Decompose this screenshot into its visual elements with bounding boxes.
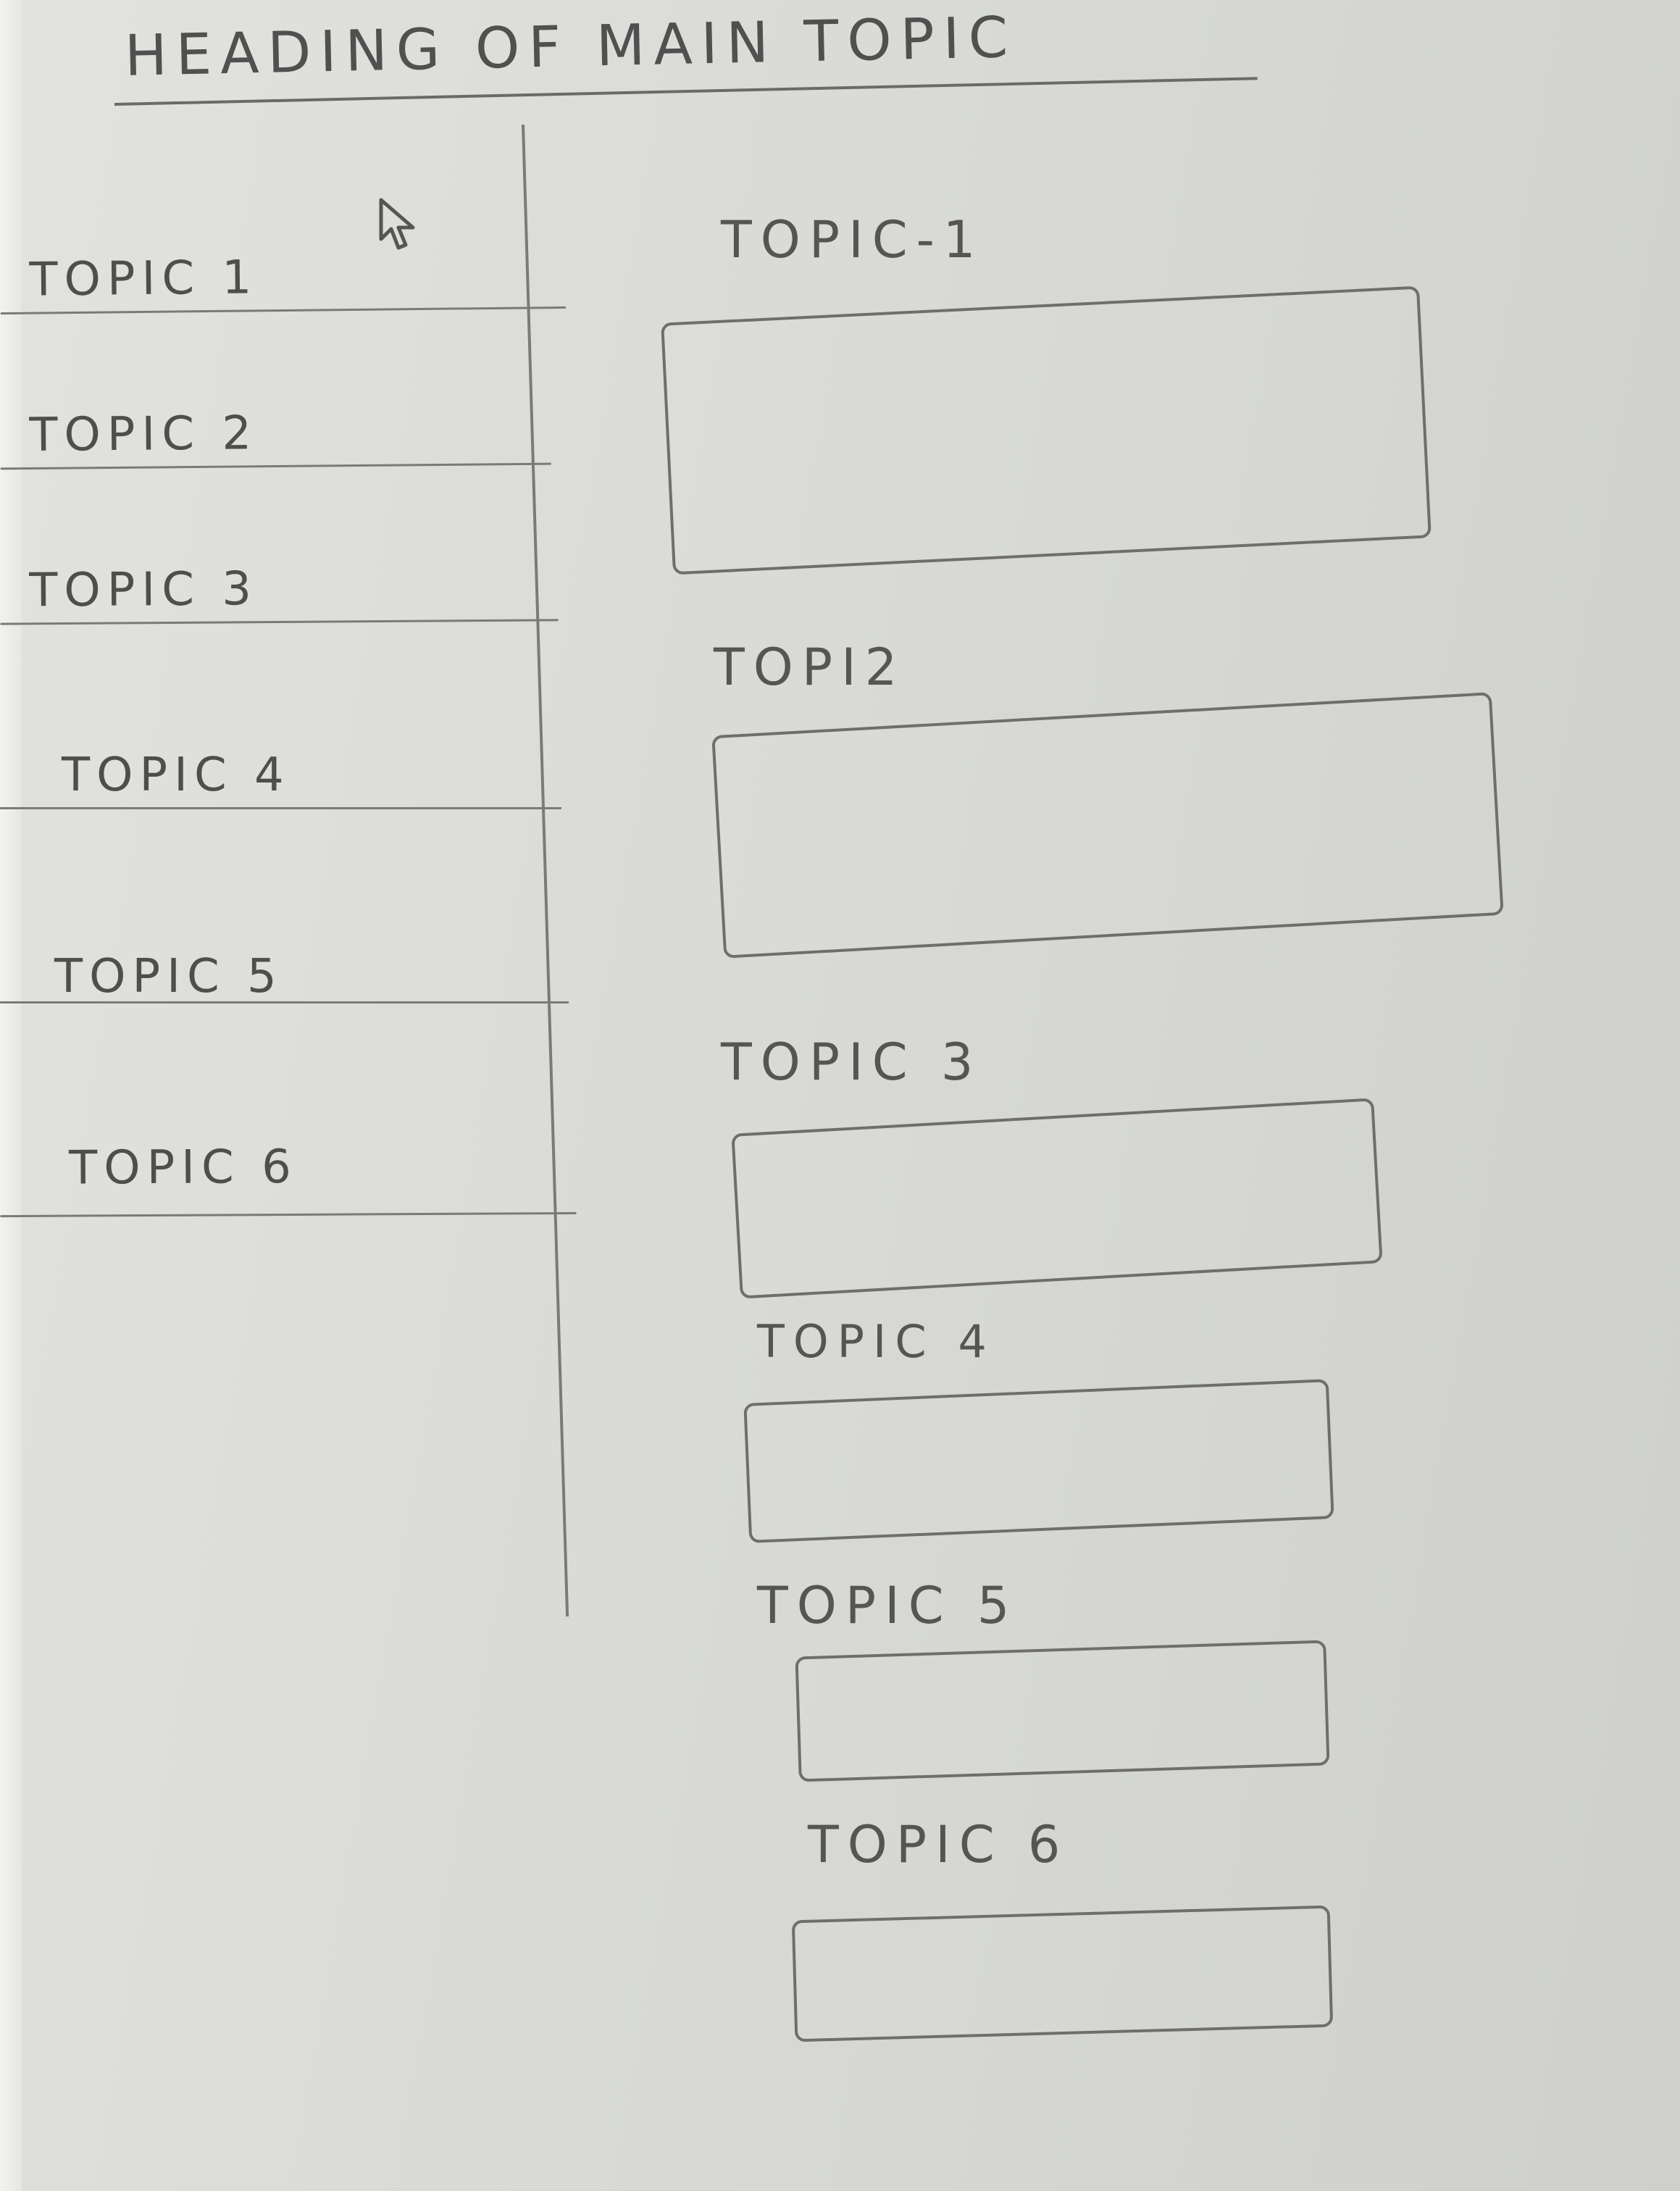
sidebar: TOPIC 1 TOPIC 2 TOPIC 3 TOPIC 4 TOPIC 5 … xyxy=(0,0,580,1232)
content-box-topic-2[interactable] xyxy=(711,692,1504,959)
divider xyxy=(0,1211,577,1218)
sidebar-item-topic-2[interactable]: TOPIC 2 xyxy=(0,335,551,470)
sidebar-item-label: TOPIC 6 xyxy=(68,1140,298,1195)
sidebar-item-topic-6[interactable]: TOPIC 6 xyxy=(0,1084,577,1218)
content-box-topic-3[interactable] xyxy=(731,1098,1383,1299)
divider xyxy=(0,619,559,625)
sidebar-item-label: TOPIC 3 xyxy=(29,562,259,618)
section-title-topic-3: TOPIC 3 xyxy=(721,1032,982,1092)
section-title-topic-2: TOPI2 xyxy=(714,638,906,697)
divider xyxy=(0,1001,569,1003)
divider xyxy=(0,807,561,809)
paper-edge xyxy=(0,0,22,2191)
section-title-topic-5: TOPIC 5 xyxy=(757,1576,1019,1635)
mouse-pointer-icon xyxy=(379,198,415,250)
sidebar-item-topic-1[interactable]: TOPIC 1 xyxy=(0,178,566,315)
sidebar-item-label: TOPIC 5 xyxy=(54,950,283,1003)
sidebar-item-topic-4[interactable]: TOPIC 4 xyxy=(0,679,561,809)
section-title-topic-4: TOPIC 4 xyxy=(757,1315,995,1368)
content-box-topic-4[interactable] xyxy=(743,1379,1334,1543)
sidebar-item-label: TOPIC 1 xyxy=(29,251,259,307)
divider xyxy=(0,462,551,470)
content-box-topic-6[interactable] xyxy=(791,1905,1334,2042)
section-title-topic-1: TOPIC-1 xyxy=(721,210,985,270)
sidebar-item-topic-5[interactable]: TOPIC 5 xyxy=(0,873,569,1003)
section-title-topic-6: TOPIC 6 xyxy=(808,1815,1069,1874)
sidebar-item-label: TOPIC 4 xyxy=(62,748,291,802)
divider xyxy=(0,306,566,315)
sidebar-item-topic-3[interactable]: TOPIC 3 xyxy=(0,491,559,625)
content-box-topic-1[interactable] xyxy=(661,285,1432,575)
sidebar-item-label: TOPIC 2 xyxy=(29,406,259,462)
content-box-topic-5[interactable] xyxy=(795,1640,1330,1782)
